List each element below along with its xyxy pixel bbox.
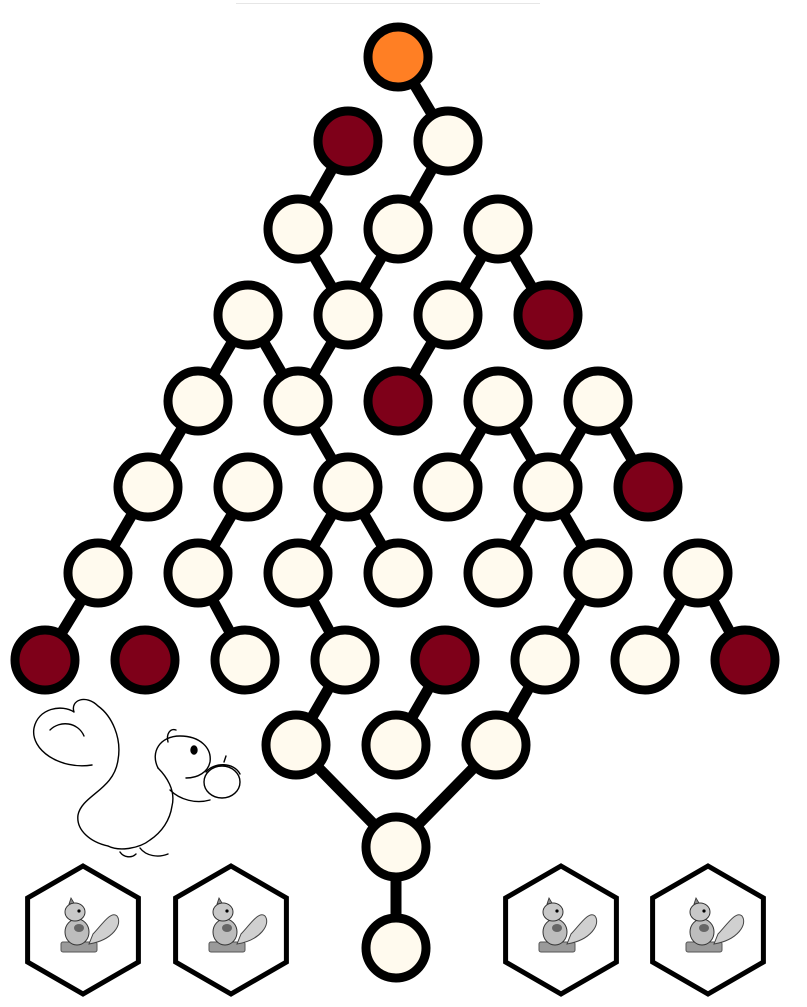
board-node-empty[interactable] <box>413 280 483 350</box>
board-node-empty[interactable] <box>413 452 483 522</box>
node-disc[interactable] <box>610 625 680 695</box>
node-disc[interactable] <box>613 452 683 522</box>
node-disc[interactable] <box>563 366 633 436</box>
board-node-blocked[interactable] <box>10 625 80 695</box>
board-node-empty[interactable] <box>413 106 483 176</box>
node-disc[interactable] <box>163 538 233 608</box>
squirrel-icon <box>60 897 120 953</box>
node-disc[interactable] <box>263 538 333 608</box>
node-disc[interactable] <box>361 812 431 882</box>
node-disc[interactable] <box>463 366 533 436</box>
node-disc[interactable] <box>313 452 383 522</box>
node-disc[interactable] <box>213 452 283 522</box>
node-disc[interactable] <box>361 913 431 983</box>
board-node-empty[interactable] <box>263 366 333 436</box>
node-disc[interactable] <box>310 625 380 695</box>
board-node-empty[interactable] <box>361 710 431 780</box>
squirrel-with-acorn-icon <box>33 698 241 858</box>
node-disc[interactable] <box>261 710 331 780</box>
board-node-empty[interactable] <box>163 538 233 608</box>
board-node-empty[interactable] <box>263 538 333 608</box>
board-node-empty[interactable] <box>461 710 531 780</box>
node-disc[interactable] <box>413 106 483 176</box>
board-node-blocked[interactable] <box>313 106 383 176</box>
node-disc[interactable] <box>263 366 333 436</box>
board-node-empty[interactable] <box>510 625 580 695</box>
node-disc[interactable] <box>663 538 733 608</box>
board-node-blocked[interactable] <box>613 452 683 522</box>
board-node-empty[interactable] <box>563 366 633 436</box>
board-node-empty[interactable] <box>261 710 331 780</box>
board-node-current[interactable] <box>363 22 433 92</box>
node-disc[interactable] <box>361 710 431 780</box>
node-disc[interactable] <box>563 538 633 608</box>
board-node-blocked[interactable] <box>710 625 780 695</box>
board-node-empty[interactable] <box>313 280 383 350</box>
node-disc[interactable] <box>313 280 383 350</box>
node-disc[interactable] <box>163 366 233 436</box>
board-node-empty[interactable] <box>361 812 431 882</box>
top-divider <box>236 3 540 4</box>
node-disc[interactable] <box>10 625 80 695</box>
board-node-empty[interactable] <box>363 538 433 608</box>
node-disc[interactable] <box>210 625 280 695</box>
board-node-empty[interactable] <box>310 625 380 695</box>
node-disc[interactable] <box>513 452 583 522</box>
node-disc[interactable] <box>410 625 480 695</box>
board-node-empty[interactable] <box>63 538 133 608</box>
board-node-empty[interactable] <box>263 194 333 264</box>
squirrel-icon <box>208 897 268 953</box>
node-disc[interactable] <box>363 194 433 264</box>
node-disc[interactable] <box>363 22 433 92</box>
board-node-empty[interactable] <box>113 452 183 522</box>
board-node-blocked[interactable] <box>110 625 180 695</box>
node-disc[interactable] <box>63 538 133 608</box>
board-nodes <box>10 22 780 983</box>
node-disc[interactable] <box>413 452 483 522</box>
board-node-empty[interactable] <box>513 452 583 522</box>
board-node-empty[interactable] <box>210 625 280 695</box>
board-node-blocked[interactable] <box>410 625 480 695</box>
node-disc[interactable] <box>263 194 333 264</box>
board-node-empty[interactable] <box>463 194 533 264</box>
squirrel-icon <box>538 897 598 953</box>
hex-token-right-2[interactable] <box>650 863 766 997</box>
board-node-empty[interactable] <box>363 194 433 264</box>
node-disc[interactable] <box>313 106 383 176</box>
node-disc[interactable] <box>513 280 583 350</box>
hex-token-left-2[interactable] <box>173 863 289 997</box>
board-node-empty[interactable] <box>361 913 431 983</box>
player-tokens <box>25 863 766 997</box>
node-disc[interactable] <box>413 280 483 350</box>
node-disc[interactable] <box>510 625 580 695</box>
board-node-blocked[interactable] <box>513 280 583 350</box>
board-node-empty[interactable] <box>313 452 383 522</box>
node-disc[interactable] <box>110 625 180 695</box>
hex-token-left-1[interactable] <box>25 863 141 997</box>
node-disc[interactable] <box>461 710 531 780</box>
node-disc[interactable] <box>463 538 533 608</box>
board-node-empty[interactable] <box>213 452 283 522</box>
board-node-empty[interactable] <box>563 538 633 608</box>
board-node-empty[interactable] <box>463 366 533 436</box>
node-disc[interactable] <box>363 366 433 436</box>
board-node-empty[interactable] <box>163 366 233 436</box>
squirrel-icon <box>685 897 745 953</box>
node-disc[interactable] <box>710 625 780 695</box>
hex-token-right-1[interactable] <box>503 863 619 997</box>
board-node-blocked[interactable] <box>363 366 433 436</box>
node-disc[interactable] <box>113 452 183 522</box>
board-node-empty[interactable] <box>463 538 533 608</box>
board-node-empty[interactable] <box>213 280 283 350</box>
node-disc[interactable] <box>363 538 433 608</box>
board-node-empty[interactable] <box>610 625 680 695</box>
node-disc[interactable] <box>213 280 283 350</box>
node-disc[interactable] <box>463 194 533 264</box>
board-node-empty[interactable] <box>663 538 733 608</box>
